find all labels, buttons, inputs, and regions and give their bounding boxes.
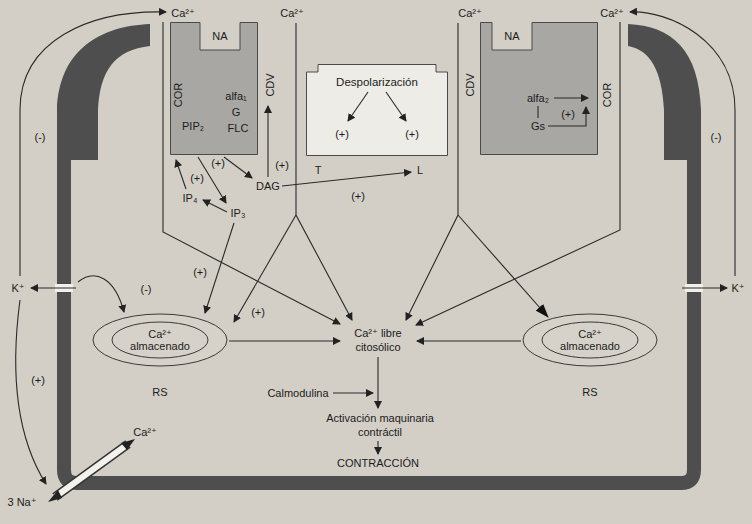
diagram-label: (+)	[351, 190, 365, 203]
node-text: (+)	[405, 128, 419, 141]
diagram-label: Ca²⁺	[280, 7, 304, 20]
node-text: FLC	[228, 122, 249, 135]
diagram-label: IP₄	[183, 192, 198, 205]
node-text: Despolarización	[336, 76, 418, 89]
node-text: Gs	[531, 120, 545, 133]
receptor-box: NA alfa₂ Gs (+)	[480, 22, 598, 155]
diagram-label: (+)	[31, 374, 45, 387]
diagram-label: L	[417, 164, 423, 177]
pathway-arrows	[16, 12, 735, 484]
diagram-label: Ca²⁺ libre citosólico	[336, 326, 420, 354]
node-outline	[480, 22, 598, 155]
depolarization-box: Despolarización (+) (+)	[306, 64, 448, 156]
diagram-label: (+)	[275, 159, 289, 172]
diagram-label: (+)	[190, 172, 204, 185]
cell-membrane	[57, 24, 701, 160]
diagram-label: 3 Na⁺	[7, 496, 36, 509]
diagram-label: Activación maquinaria contráctil	[318, 411, 443, 439]
diagram-label: RS	[152, 386, 167, 399]
diagram-label: (-)	[35, 131, 46, 144]
node-text: Ca²⁺ almacenado	[557, 328, 623, 352]
exchanger-arrowhead	[48, 490, 62, 502]
node-text: NA	[212, 30, 227, 43]
diagram-label: (+)	[251, 306, 265, 319]
diagram-label: Ca²⁺	[171, 7, 195, 20]
channel-label: CDV	[264, 73, 277, 96]
exchanger	[55, 444, 128, 497]
node-text: NA	[504, 30, 519, 43]
reticulum-store: Ca²⁺ almacenado	[522, 313, 658, 367]
exchanger	[55, 444, 128, 497]
node-text: G	[232, 106, 241, 119]
diagram-label: Ca²⁺	[458, 7, 482, 20]
reticulum-store: Ca²⁺ almacenado	[92, 313, 228, 367]
node-text: (+)	[561, 108, 575, 121]
node-text: PIP₂	[182, 120, 204, 133]
node-text: (+)	[335, 128, 349, 141]
diagram-label: (-)	[711, 131, 722, 144]
diagram-label: (+)	[211, 157, 225, 170]
membrane-band	[64, 158, 694, 483]
channel-label: COR	[601, 83, 614, 107]
node-text: alfa₁	[225, 90, 246, 103]
node-text: alfa₂	[527, 92, 549, 105]
node-text: Ca²⁺ almacenado	[127, 328, 193, 352]
diagram-label: K⁺	[11, 282, 24, 295]
diagram-label: Calmodulina	[267, 387, 328, 400]
channel-label: CDV	[464, 73, 477, 96]
exchanger-arrowhead	[121, 439, 135, 450]
channel-label: COR	[172, 83, 185, 107]
diagram-label: IP₃	[231, 207, 246, 220]
diagram-label: RS	[582, 386, 597, 399]
diagram-label: (+)	[193, 266, 207, 279]
diagram-label: K⁺	[731, 282, 744, 295]
diagram-label: CONTRACCIÓN	[337, 457, 419, 470]
diagram-label: Ca²⁺	[133, 426, 157, 439]
diagram-label: (-)	[141, 283, 152, 296]
diagram-label: Ca²⁺	[600, 7, 624, 20]
diagram-label: DAG	[256, 180, 280, 193]
diagram-label: T	[315, 164, 322, 177]
